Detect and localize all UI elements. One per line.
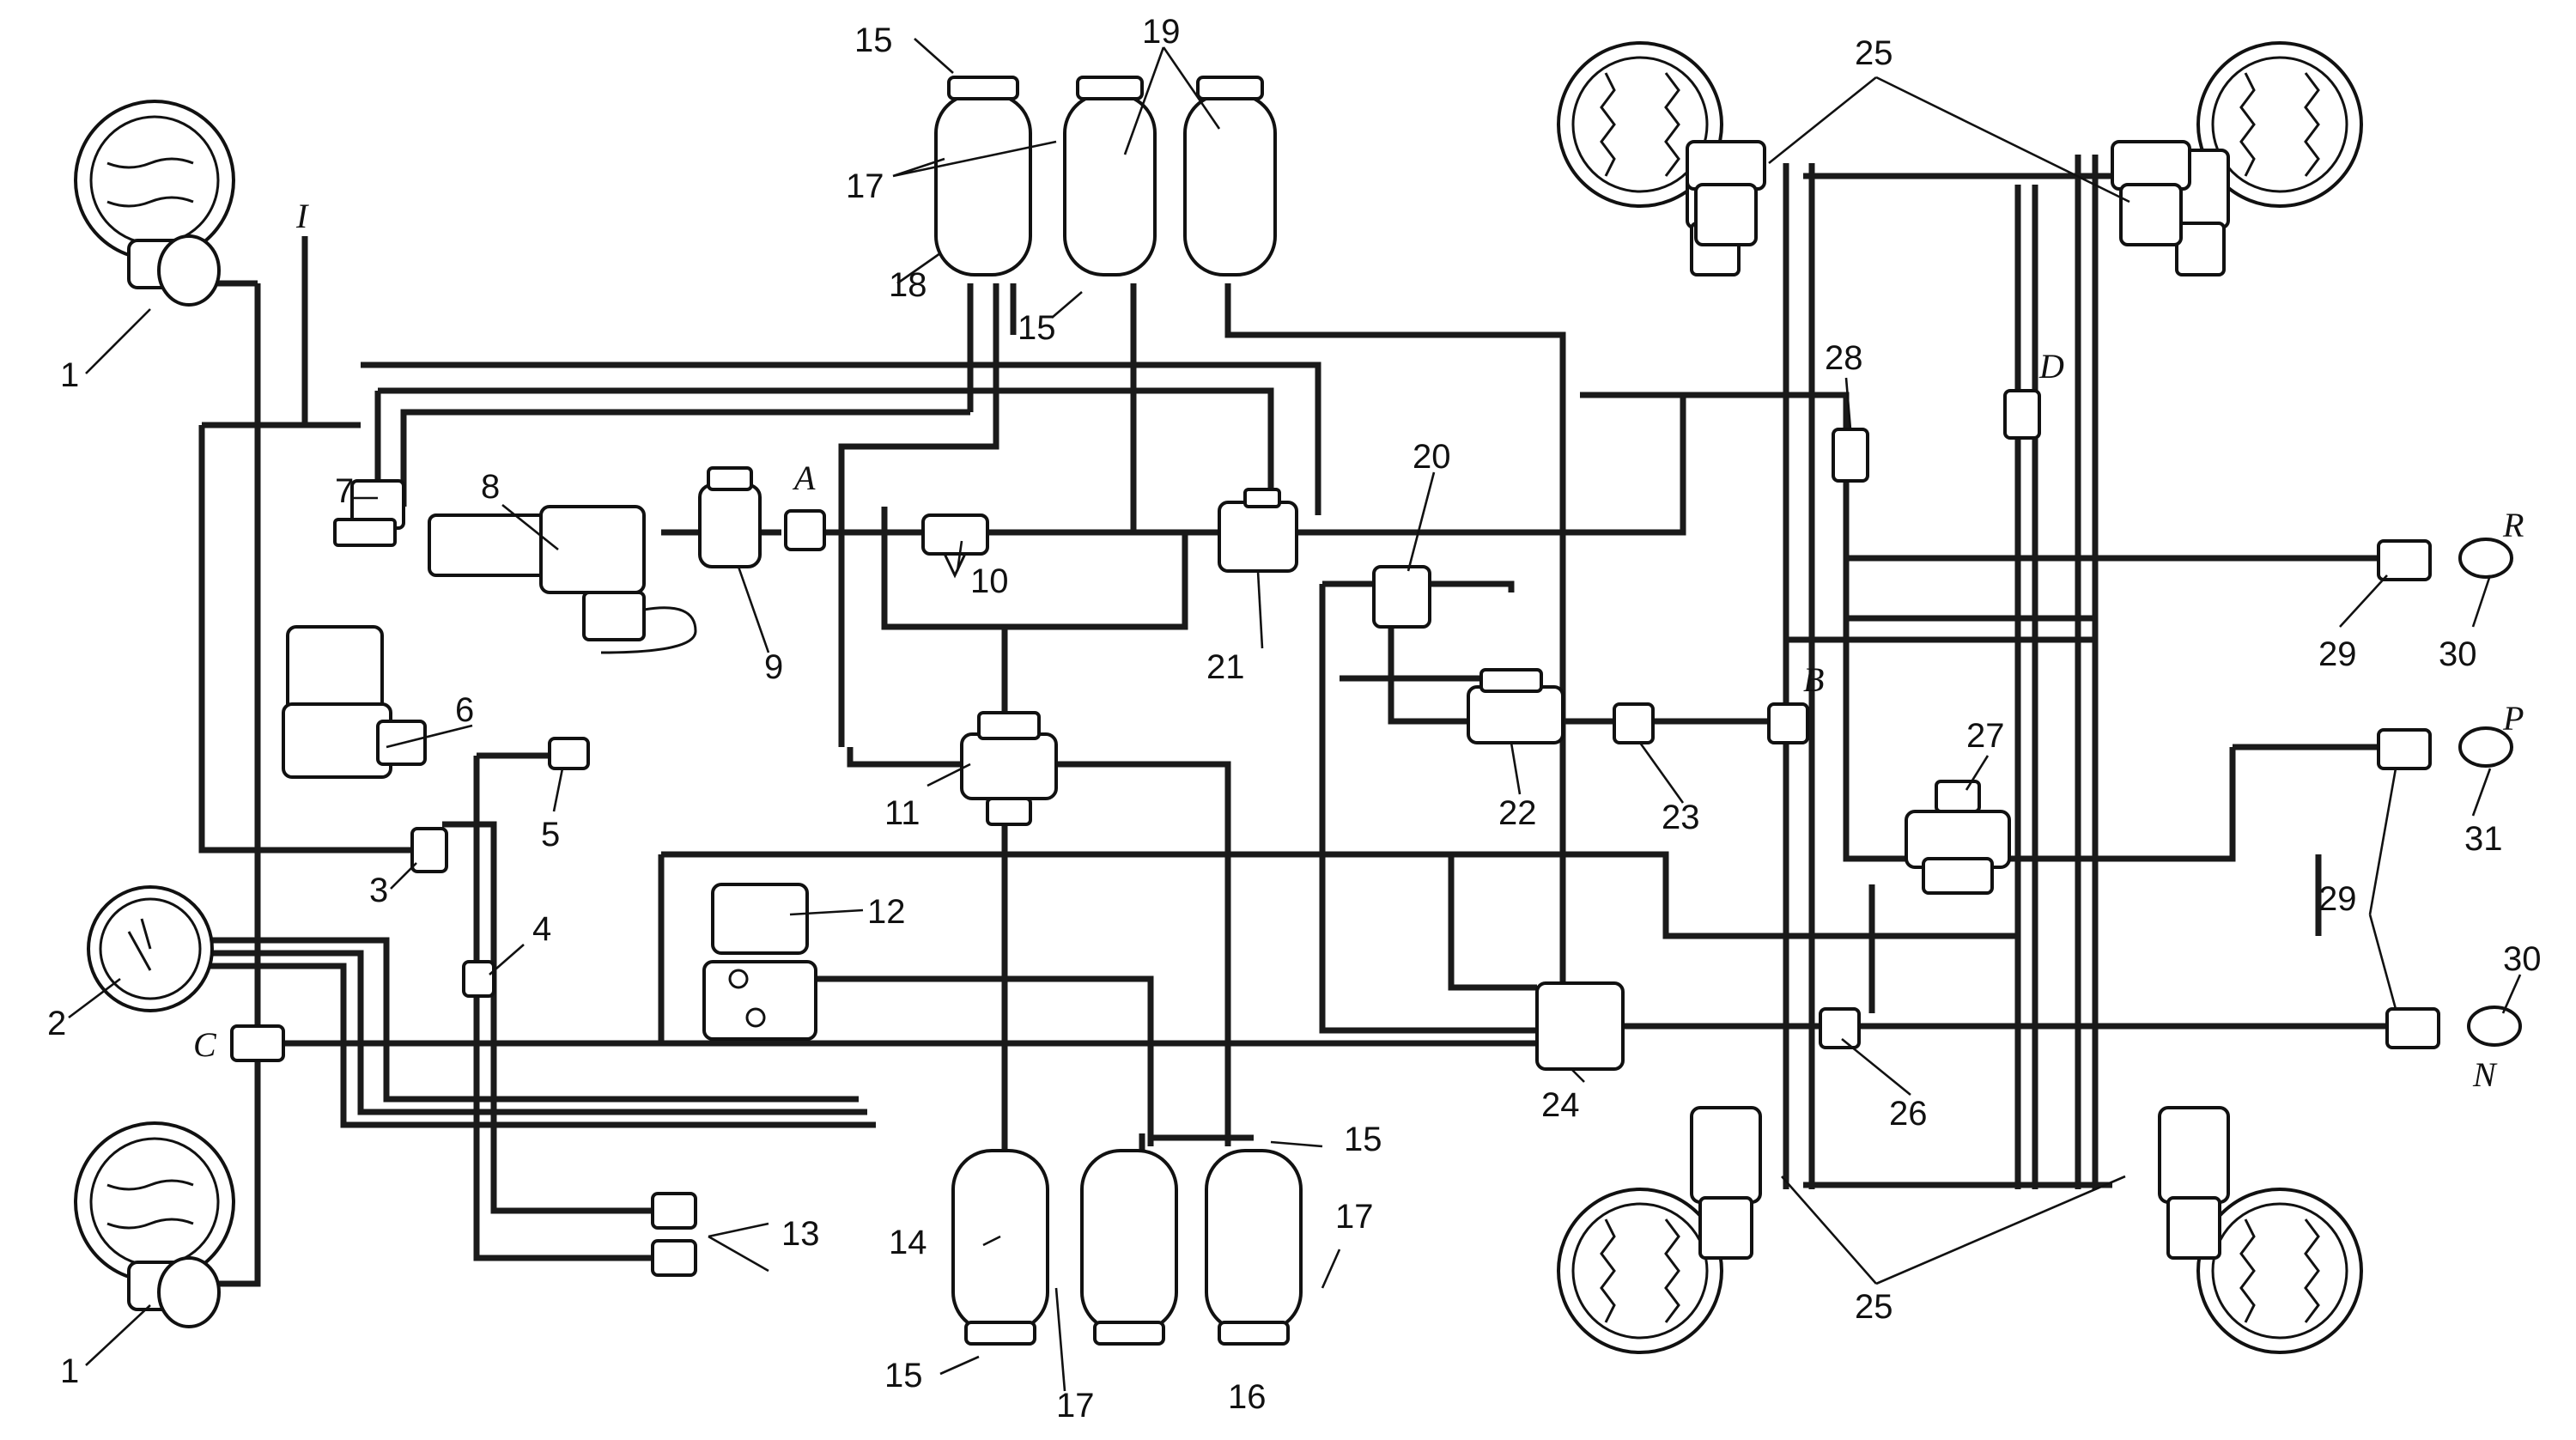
rear-axle-brake-top-right — [2175, 41, 2363, 276]
reservoir-14 — [951, 1149, 1049, 1346]
coupling-29-bottom — [2385, 1006, 2522, 1049]
front-left-brake-chamber — [74, 100, 235, 307]
port-D: D — [2038, 347, 2064, 386]
callout-11: 11 — [884, 794, 920, 832]
valve-A — [784, 509, 826, 551]
coupling-29-mid — [2377, 726, 2513, 770]
callout-16: 16 — [1228, 1378, 1267, 1416]
valve-4 — [462, 960, 495, 998]
callout-23: 23 — [1662, 799, 1700, 836]
callout-17-bottom: 17 — [1056, 1387, 1095, 1425]
callout-30-top: 30 — [2439, 635, 2477, 673]
reservoir-19a — [1063, 76, 1157, 276]
coupling-13-top — [651, 1192, 697, 1230]
callout-19: 19 — [1142, 13, 1181, 51]
valve-D — [2003, 389, 2041, 440]
reservoir-middle — [1080, 1149, 1178, 1346]
valve-9 — [698, 466, 762, 568]
pressure-regulator-7 — [333, 479, 405, 547]
callout-4: 4 — [532, 910, 551, 948]
callout-29-top: 29 — [2318, 635, 2357, 673]
port-P: P — [2502, 699, 2524, 738]
reservoir-16 — [1205, 1149, 1303, 1346]
port-letters: I A B C D R P N — [193, 197, 2524, 1094]
valve-3 — [410, 827, 448, 873]
callout-15-right: 15 — [1344, 1121, 1382, 1158]
callout-25-bottom: 25 — [1855, 1288, 1893, 1326]
valve-20 — [1372, 565, 1431, 629]
callout-9: 9 — [764, 648, 783, 686]
callout-15-mid: 15 — [1018, 309, 1056, 347]
callout-24: 24 — [1541, 1086, 1580, 1124]
port-I: I — [295, 197, 309, 235]
valve-23 — [1613, 702, 1655, 744]
callout-28: 28 — [1825, 339, 1863, 377]
compressor — [282, 625, 427, 779]
rear-axle-brake-bottom-left — [1557, 1106, 1762, 1354]
callout-7: 7 — [335, 472, 354, 510]
callout-3: 3 — [369, 872, 388, 909]
callout-17-right: 17 — [1335, 1198, 1374, 1236]
callout-27: 27 — [1966, 717, 2005, 755]
callout-21: 21 — [1206, 648, 1245, 686]
coupling-29-top — [2377, 538, 2513, 581]
valve-B — [1767, 702, 1809, 744]
callout-31: 31 — [2464, 820, 2503, 858]
callout-1-top: 1 — [60, 356, 79, 394]
valve-21 — [1218, 488, 1298, 573]
coupling-13-bottom — [651, 1239, 697, 1277]
valve-24 — [1535, 981, 1625, 1071]
distribution-valve-11 — [960, 711, 1058, 826]
port-A: A — [792, 459, 816, 497]
callout-18: 18 — [889, 266, 927, 304]
unloader-valve-8 — [428, 505, 697, 654]
callout-12: 12 — [867, 893, 906, 931]
port-R: R — [2502, 506, 2524, 544]
rear-brake-chamber-top-b — [2111, 140, 2191, 246]
callout-17-top: 17 — [846, 167, 884, 205]
port-C: C — [193, 1025, 217, 1064]
valve-C — [230, 1024, 285, 1062]
callouts: 1 1 2 3 4 5 6 7 8 9 10 11 12 13 14 15 15… — [47, 13, 2542, 1425]
pressure-gauge — [87, 885, 214, 1012]
rear-left-brake-chamber — [74, 1121, 235, 1328]
port-B: B — [1803, 660, 1824, 699]
callout-13: 13 — [781, 1215, 820, 1253]
brake-valve-12 — [702, 883, 817, 1041]
callout-10: 10 — [970, 562, 1009, 600]
callout-6: 6 — [455, 691, 474, 729]
callout-1-bottom: 1 — [60, 1352, 79, 1390]
callout-25-top: 25 — [1855, 34, 1893, 72]
callout-26: 26 — [1889, 1095, 1928, 1133]
callout-5: 5 — [541, 816, 560, 854]
callout-8: 8 — [481, 468, 500, 506]
callout-30-bottom: 30 — [2503, 940, 2542, 978]
valve-27 — [1905, 780, 2011, 895]
rear-axle-brake-bottom-right — [2158, 1106, 2363, 1354]
valve-28 — [1832, 428, 1869, 483]
callout-15-top: 15 — [854, 21, 893, 59]
port-N: N — [2472, 1055, 2498, 1094]
callout-15-bottom: 15 — [884, 1357, 923, 1394]
callout-29-bottom: 29 — [2318, 880, 2357, 918]
valve-10 — [921, 513, 989, 579]
callout-2: 2 — [47, 1005, 66, 1042]
valve-26 — [1819, 1007, 1861, 1049]
callout-20: 20 — [1413, 438, 1451, 476]
valve-22 — [1467, 668, 1564, 744]
valve-5 — [548, 737, 590, 770]
callout-14: 14 — [889, 1224, 927, 1261]
leader-lines — [68, 38, 2522, 1392]
reservoir-18 — [934, 76, 1032, 276]
callout-22: 22 — [1498, 794, 1537, 832]
pipe-network — [197, 155, 2387, 1287]
rear-brake-chamber-top-a — [1686, 140, 1766, 246]
reservoir-19b — [1183, 76, 1277, 276]
